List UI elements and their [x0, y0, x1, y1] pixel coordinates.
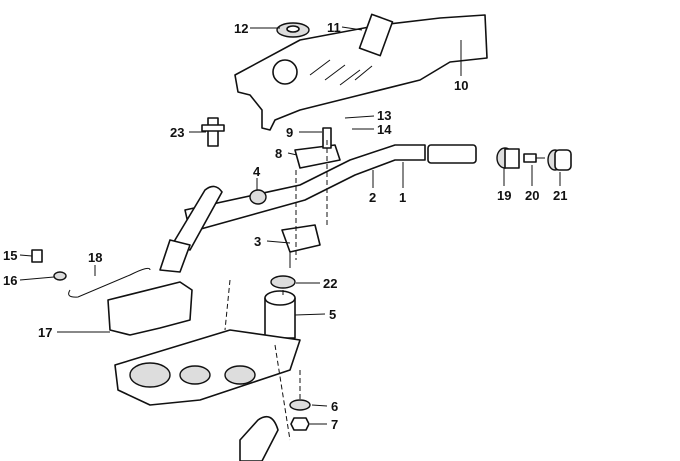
label-15: 15: [3, 248, 17, 263]
label-14: 14: [377, 122, 392, 137]
label-17: 17: [38, 325, 52, 340]
part-6-7-nut: [289, 399, 311, 431]
part-19-20-21-ends: [496, 147, 572, 171]
label-2: 2: [369, 190, 376, 205]
label-23: 23: [170, 125, 184, 140]
part-5-sleeve: [264, 290, 296, 339]
label-5: 5: [329, 307, 336, 322]
part-4-bushing: [249, 189, 267, 205]
label-13: 13: [377, 108, 391, 123]
label-21: 21: [553, 188, 567, 203]
part-10-cover: [234, 14, 488, 131]
label-19: 19: [497, 188, 511, 203]
part-12-grommet: [276, 22, 310, 38]
label-6: 6: [331, 399, 338, 414]
triple-clamp: [114, 329, 301, 461]
label-8: 8: [275, 146, 282, 161]
part-23-pin: [201, 117, 225, 147]
part-8-clamp: [294, 127, 341, 169]
part-18-spring: [68, 267, 151, 298]
label-7: 7: [331, 417, 338, 432]
label-9: 9: [286, 125, 293, 140]
label-16: 16: [3, 273, 17, 288]
part-22-washer: [270, 275, 296, 289]
label-4: 4: [253, 164, 261, 179]
part-3-clamp: [281, 224, 321, 268]
label-10: 10: [454, 78, 468, 93]
part-17-bracket: [107, 281, 193, 336]
label-18: 18: [88, 250, 102, 265]
label-3: 3: [254, 234, 261, 249]
label-20: 20: [525, 188, 539, 203]
label-1: 1: [399, 190, 406, 205]
label-11: 11: [327, 20, 341, 35]
label-12: 12: [234, 21, 248, 36]
part-15-16-screw: [31, 249, 67, 281]
part-1-2-tube: [159, 144, 477, 273]
part-11-clip: [358, 13, 394, 57]
label-22: 22: [323, 276, 337, 291]
